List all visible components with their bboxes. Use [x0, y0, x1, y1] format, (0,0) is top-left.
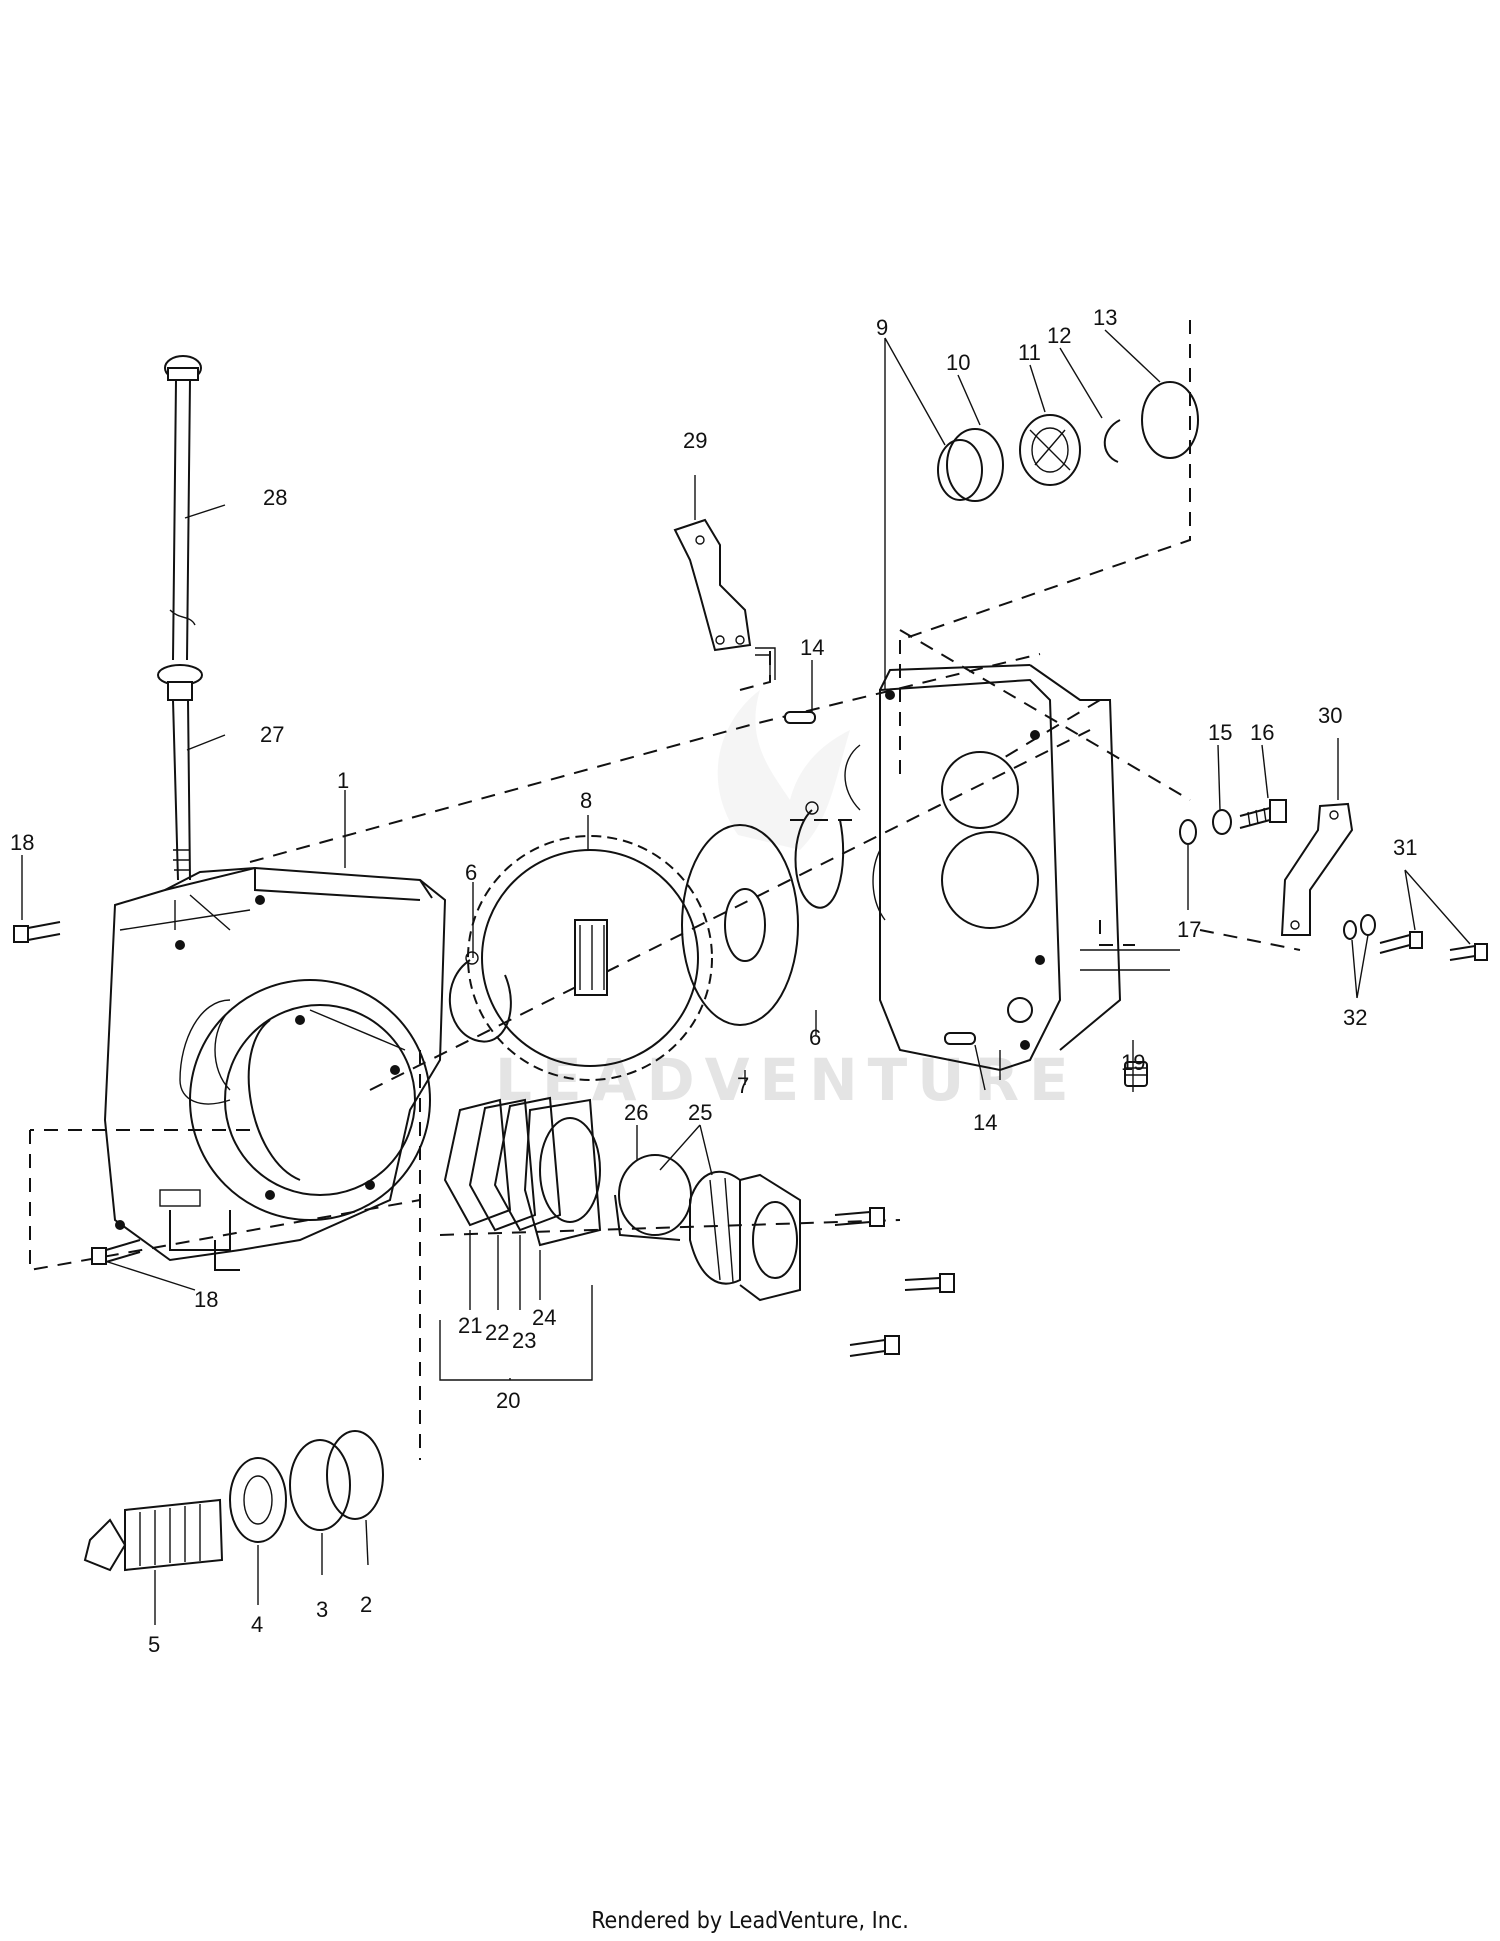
- bearing-cup-2: [326, 1430, 384, 1520]
- mounting-bracket-right: [1280, 802, 1354, 936]
- bolt-18-upper: [13, 921, 61, 943]
- callout-5: 5: [148, 1632, 160, 1657]
- bolt-18-lower: [91, 1239, 141, 1265]
- assembly-lines: [29, 320, 1301, 1460]
- callout-16: 16: [1250, 720, 1274, 745]
- callout-28: 28: [263, 485, 287, 510]
- callout-15: 15: [1208, 720, 1232, 745]
- bolt-31-b: [1449, 943, 1488, 961]
- callout-14-lower: 14: [973, 1110, 997, 1135]
- mounting-bracket-left: [673, 518, 776, 680]
- callout-18-upper: 18: [10, 830, 34, 855]
- callout-21: 21: [458, 1313, 482, 1338]
- callout-32: 32: [1343, 1005, 1367, 1030]
- dowel-pin-lower: [944, 1032, 976, 1045]
- bolt-31-a: [1379, 931, 1423, 954]
- callout-29: 29: [683, 428, 707, 453]
- callout-6-right: 6: [809, 1025, 821, 1050]
- shaft-27: [157, 664, 203, 881]
- callout-20: 20: [496, 1388, 520, 1413]
- callout-6-left: 6: [465, 860, 477, 885]
- shim-gasket-stack: [443, 1096, 602, 1247]
- callout-10: 10: [946, 350, 970, 375]
- leader-lines: [21, 329, 1471, 1625]
- callout-7: 7: [737, 1073, 749, 1098]
- spur-gear: [467, 835, 713, 1081]
- callout-19: 19: [1121, 1050, 1145, 1075]
- carrier-bolts: [834, 1207, 955, 1357]
- callout-9: 9: [876, 315, 888, 340]
- bearing-cup-3: [289, 1439, 351, 1531]
- callout-17: 17: [1177, 917, 1201, 942]
- callout-3: 3: [316, 1597, 328, 1622]
- snap-ring-right: [794, 801, 845, 909]
- thrust-washer: [681, 824, 799, 1026]
- callout-1: 1: [337, 768, 349, 793]
- dowel-pin-upper: [784, 711, 816, 724]
- callout-24: 24: [532, 1305, 556, 1330]
- footer-credit: Rendered by LeadVenture, Inc.: [591, 1908, 909, 1934]
- callout-30: 30: [1318, 703, 1342, 728]
- washers-32: [1343, 914, 1376, 940]
- callout-27: 27: [260, 722, 284, 747]
- callout-2: 2: [360, 1592, 372, 1617]
- bearing-25: [689, 1170, 801, 1302]
- bolt-16: [1239, 799, 1287, 829]
- drain-plug: [1124, 1061, 1148, 1087]
- housing-cover: [844, 664, 1180, 1080]
- callout-23: 23: [512, 1328, 536, 1353]
- bearing-cone: [1019, 414, 1081, 486]
- callout-13: 13: [1093, 305, 1117, 330]
- retaining-ring-small: [1103, 419, 1121, 463]
- pinion-shaft: [83, 1498, 224, 1572]
- callout-4: 4: [251, 1612, 263, 1637]
- washer-17: [1179, 819, 1197, 845]
- bearing-cap: [1141, 381, 1199, 459]
- callout-25: 25: [688, 1100, 712, 1125]
- washer-15: [1212, 809, 1232, 835]
- bearing-cup: [937, 428, 1004, 502]
- callout-31: 31: [1393, 835, 1417, 860]
- callout-labels: 1 2 3 4 5 6 6 7 8 9 10 11 12 13 14 14 15…: [10, 305, 1417, 1657]
- callout-11: 11: [1018, 340, 1041, 365]
- callout-26: 26: [624, 1100, 648, 1125]
- bearing-cone-4: [229, 1457, 287, 1543]
- callout-18-lower: 18: [194, 1287, 218, 1312]
- transmission-housing: [103, 866, 447, 1271]
- shift-shaft-28: [164, 355, 202, 661]
- bearing-cup-26: [614, 1154, 692, 1241]
- snap-ring-left: [448, 951, 512, 1043]
- callout-12: 12: [1047, 323, 1071, 348]
- callout-22: 22: [485, 1320, 509, 1345]
- callout-14-upper: 14: [800, 635, 824, 660]
- callout-8: 8: [580, 788, 592, 813]
